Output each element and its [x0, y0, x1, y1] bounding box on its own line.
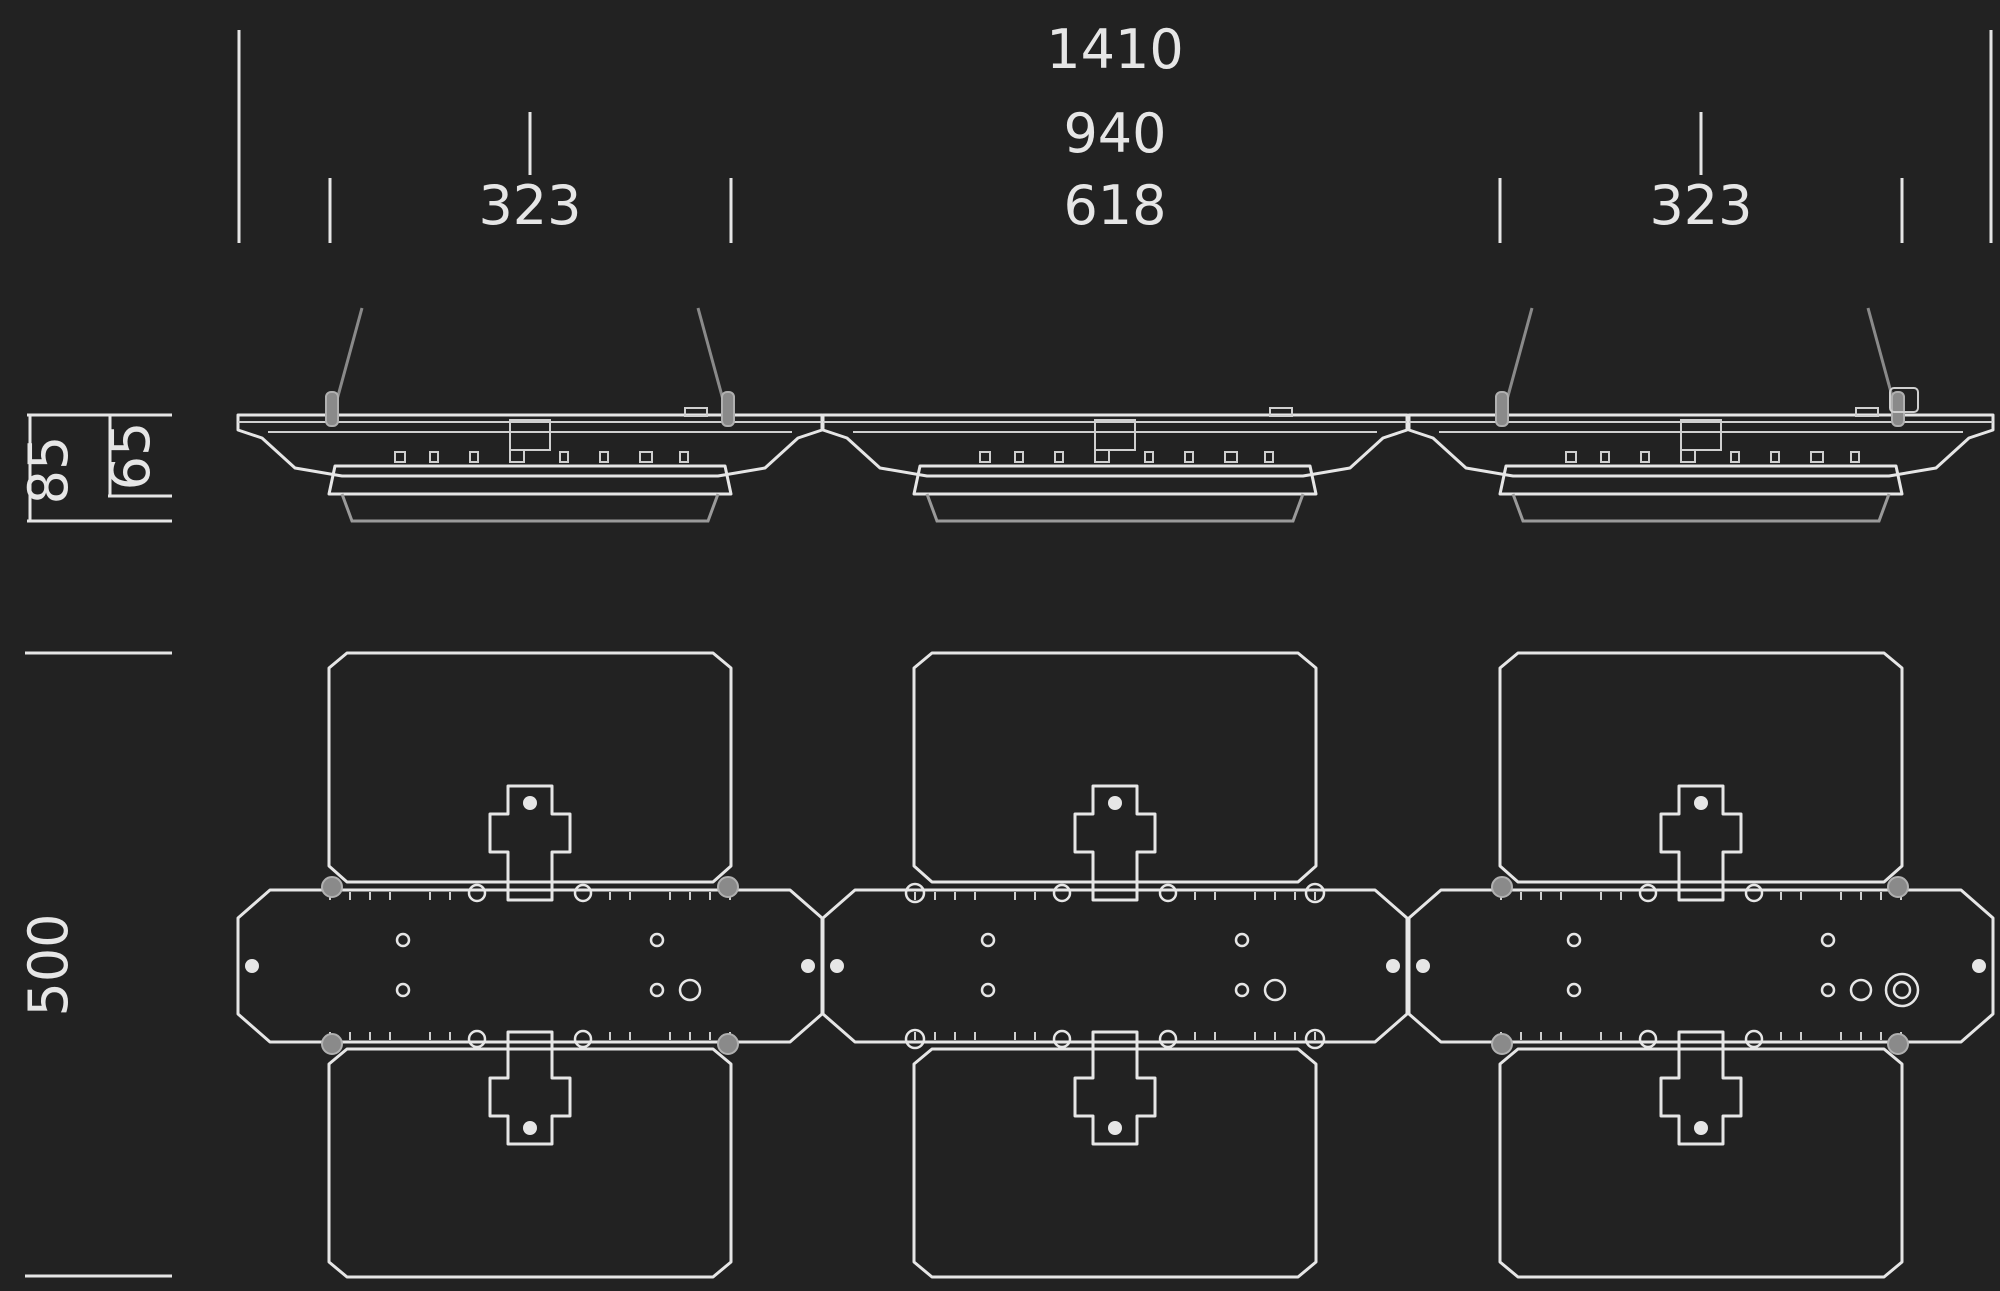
cable-clip-icon: [325, 391, 339, 427]
top-dimension-labels: 1410 940 323 618 323: [478, 18, 1752, 237]
mount-bracket-icon: [321, 1033, 343, 1055]
cable-clip-icon: [1495, 391, 1509, 427]
dim-overall-width: 1410: [1046, 18, 1183, 81]
mount-hole-icon: [904, 882, 926, 904]
mount-hole-icon: [1304, 1028, 1326, 1050]
cable-clip-icon: [721, 391, 735, 427]
dim-module-width-right: 323: [1649, 174, 1752, 237]
cable-gland-icon: [1884, 972, 1920, 1008]
top-module-center: [821, 651, 1409, 1279]
cable-gland-inner-icon: [1892, 980, 1912, 1000]
left-dimension-labels: 85 65 500: [17, 422, 162, 1017]
dim-total-height: 85: [17, 436, 80, 505]
side-module-right: [1407, 307, 1995, 523]
dim-body-height: 65: [99, 422, 162, 491]
mount-bracket-icon: [717, 1033, 739, 1055]
dim-module-width-left: 323: [478, 174, 581, 237]
top-module-left: [236, 651, 824, 1279]
left-dimension-lines: [25, 413, 172, 1278]
mount-bracket-icon: [717, 876, 739, 898]
connector-icon: [1889, 387, 1919, 413]
top-view: [236, 651, 1995, 1279]
dim-spacing-width: 940: [1063, 102, 1166, 165]
mount-bracket-icon: [321, 876, 343, 898]
top-dimension-lines: [237, 30, 1993, 243]
mount-bracket-icon: [1491, 1033, 1513, 1055]
side-module-left: [236, 307, 824, 523]
side-module-center: [821, 406, 1409, 523]
mount-bracket-icon: [1491, 876, 1513, 898]
mount-hole-icon: [904, 1028, 926, 1050]
mount-bracket-icon: [1887, 876, 1909, 898]
cable-clip-icon: [1891, 391, 1905, 427]
dim-gap-width: 618: [1063, 174, 1166, 237]
dim-depth: 500: [17, 913, 80, 1016]
side-view: [236, 307, 1995, 523]
top-module-right: [1407, 651, 1995, 1279]
mount-hole-icon: [1304, 882, 1326, 904]
mount-bracket-icon: [1887, 1033, 1909, 1055]
